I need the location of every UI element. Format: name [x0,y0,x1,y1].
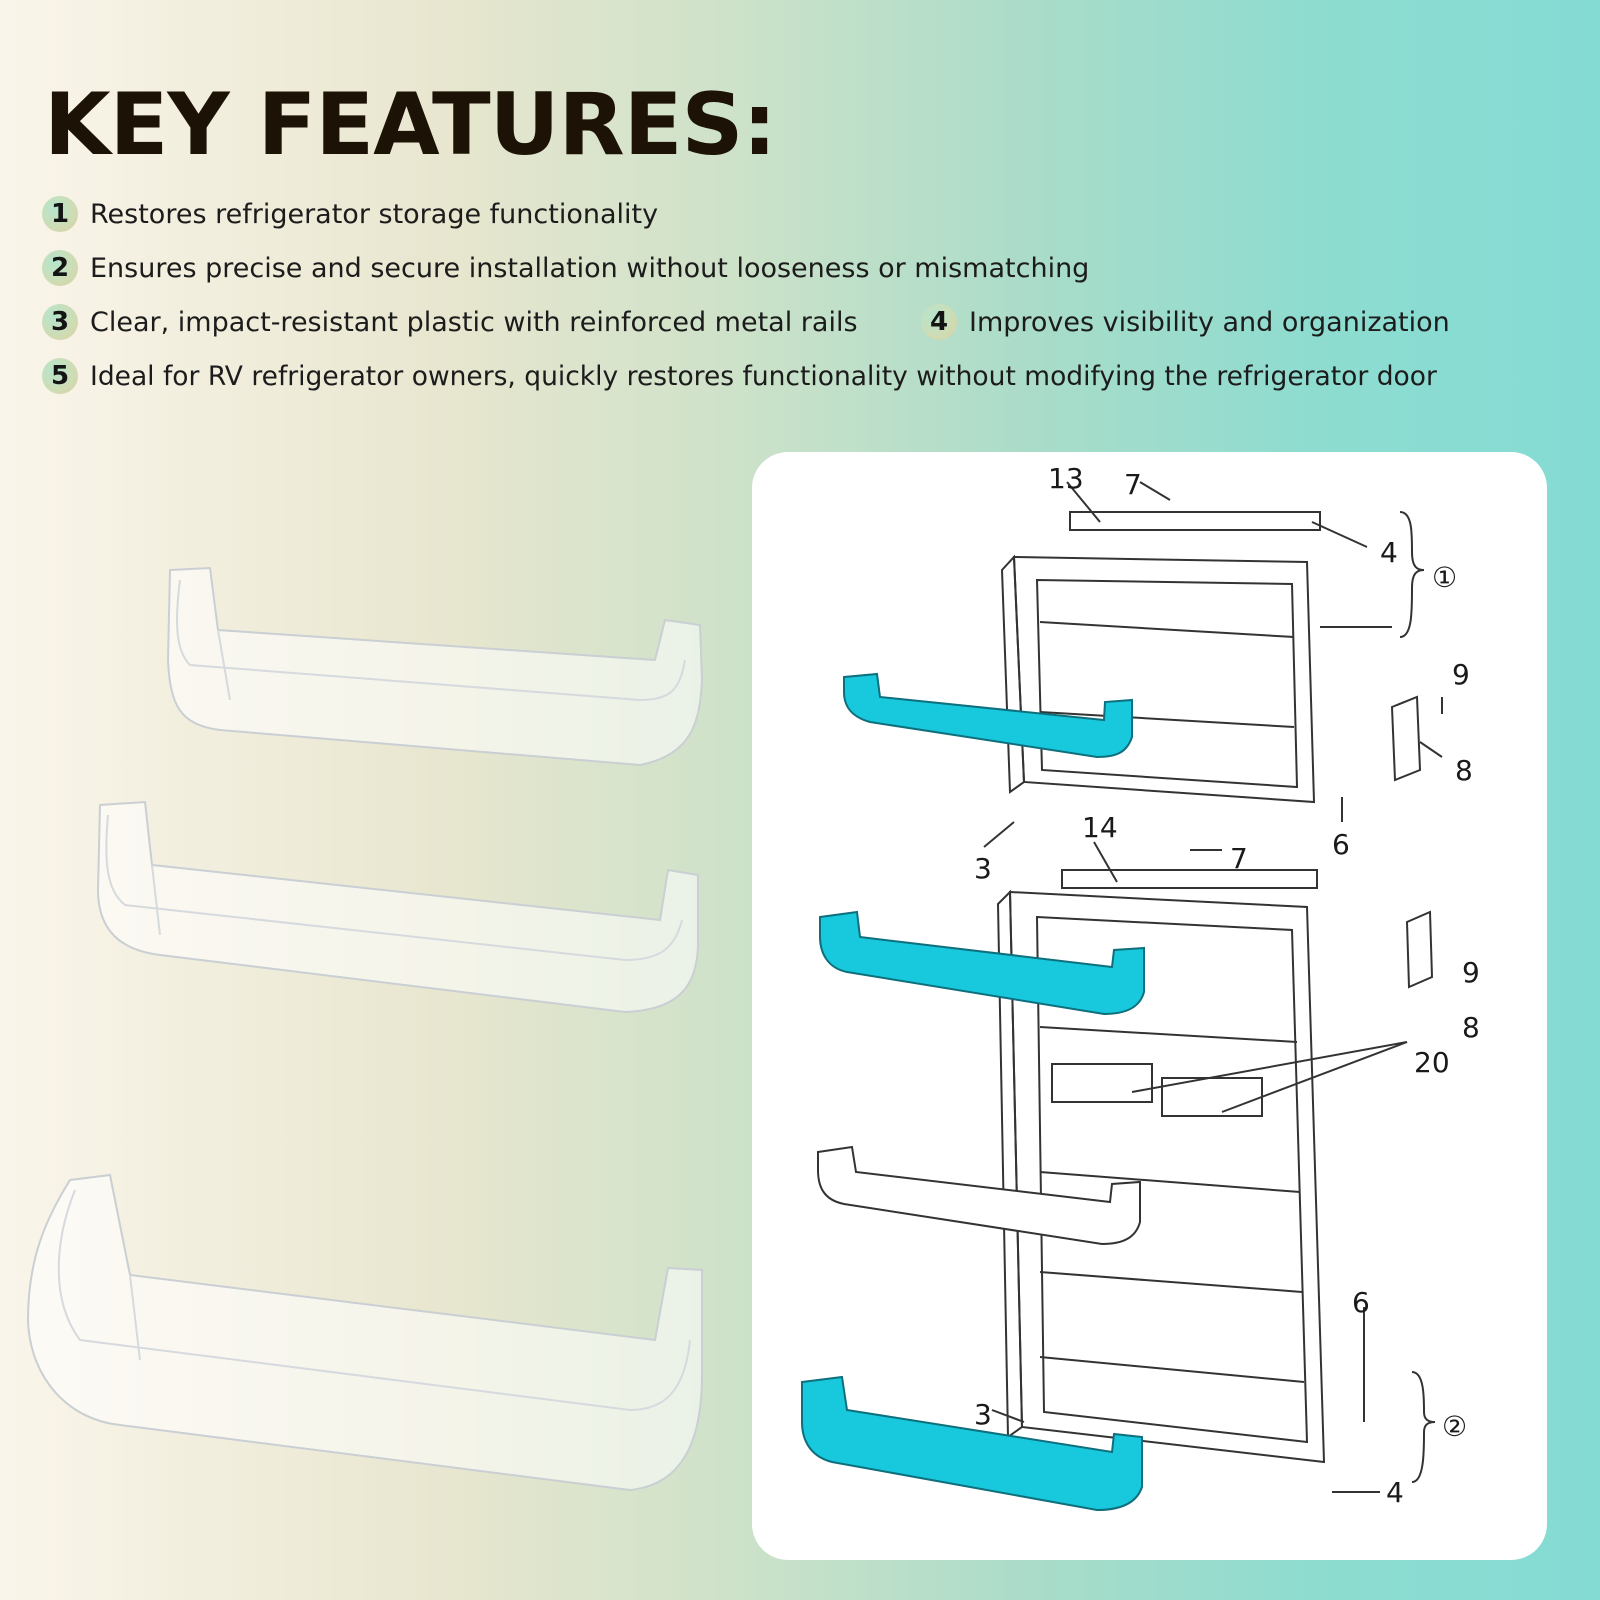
highlighted-bin-bottom [801,1375,1143,1512]
feature-number-badge: 5 [42,358,78,394]
part-label: 13 [1048,462,1084,495]
feature-item-3: 3 Clear, impact-resistant plastic with r… [42,304,858,340]
page-title: KEY FEATURES: [44,75,777,175]
feature-number-badge: 3 [42,304,78,340]
part-label: 4 [1386,1476,1404,1509]
feature-item-1: 1 Restores refrigerator storage function… [42,196,658,232]
highlighted-bin-middle [819,910,1145,1016]
door-bin-2 [96,800,699,1014]
part-label: 14 [1082,811,1118,844]
feature-item-2: 2 Ensures precise and secure installatio… [42,250,1089,286]
part-label: 20 [1414,1046,1450,1079]
part-label: 7 [1230,842,1248,875]
feature-text: Restores refrigerator storage functional… [90,198,659,230]
part-label: 3 [974,1398,992,1431]
part-label: ② [1442,1410,1467,1443]
refrigerator-door-exploded-diagram: 13 7 4 ① 9 8 6 3 14 7 9 8 20 6 3 ② 4 [801,462,1480,1512]
part-label: 9 [1462,956,1480,989]
exploded-diagram-panel: 13 7 4 ① 9 8 6 3 14 7 9 8 20 6 3 ② 4 [752,452,1547,1560]
feature-item-5: 5 Ideal for RV refrigerator owners, quic… [42,358,1437,394]
part-label: ① [1432,561,1457,594]
part-label: 3 [974,852,992,885]
part-label: 8 [1462,1011,1480,1044]
outlined-bin [817,1145,1141,1246]
part-label: 7 [1124,468,1142,501]
feature-text: Clear, impact-resistant plastic with rei… [90,306,858,338]
door-bin-3 [26,1173,703,1492]
highlighted-bin-upper [843,672,1133,759]
part-label: 4 [1380,536,1398,569]
feature-text: Improves visibility and organization [969,306,1450,338]
part-label: 8 [1455,754,1473,787]
feature-text: Ideal for RV refrigerator owners, quickl… [90,360,1437,392]
feature-number-badge: 2 [42,250,78,286]
feature-text: Ensures precise and secure installation … [90,252,1090,284]
part-label: 6 [1352,1286,1370,1319]
door-bin-1 [166,566,704,767]
part-label: 6 [1332,828,1350,861]
part-label: 9 [1452,658,1470,691]
feature-number-badge: 1 [42,196,78,232]
feature-item-4: 4 Improves visibility and organization [921,304,1450,340]
feature-number-badge: 4 [921,304,957,340]
clear-door-bins-photo [26,566,704,1492]
